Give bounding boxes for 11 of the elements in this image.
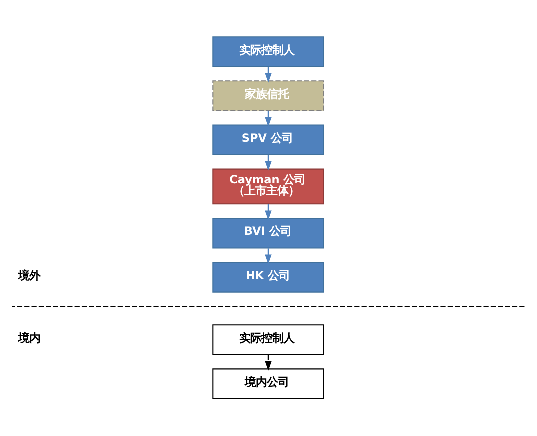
node-box: BVI 公司 xyxy=(212,218,324,249)
node-box: 家族信托 xyxy=(212,80,324,112)
node-box: 境内公司 xyxy=(212,368,324,400)
label: 境内 xyxy=(18,332,40,345)
node-box: 实际控制人 xyxy=(212,36,324,68)
node-box: Cayman 公司 （上市主体） xyxy=(212,168,324,205)
node-box: 实际控制人 xyxy=(212,324,324,356)
node-box: SPV 公司 xyxy=(212,124,324,156)
label: 境外 xyxy=(18,269,40,282)
node-box: HK 公司 xyxy=(212,262,324,293)
arrow xyxy=(265,355,272,371)
